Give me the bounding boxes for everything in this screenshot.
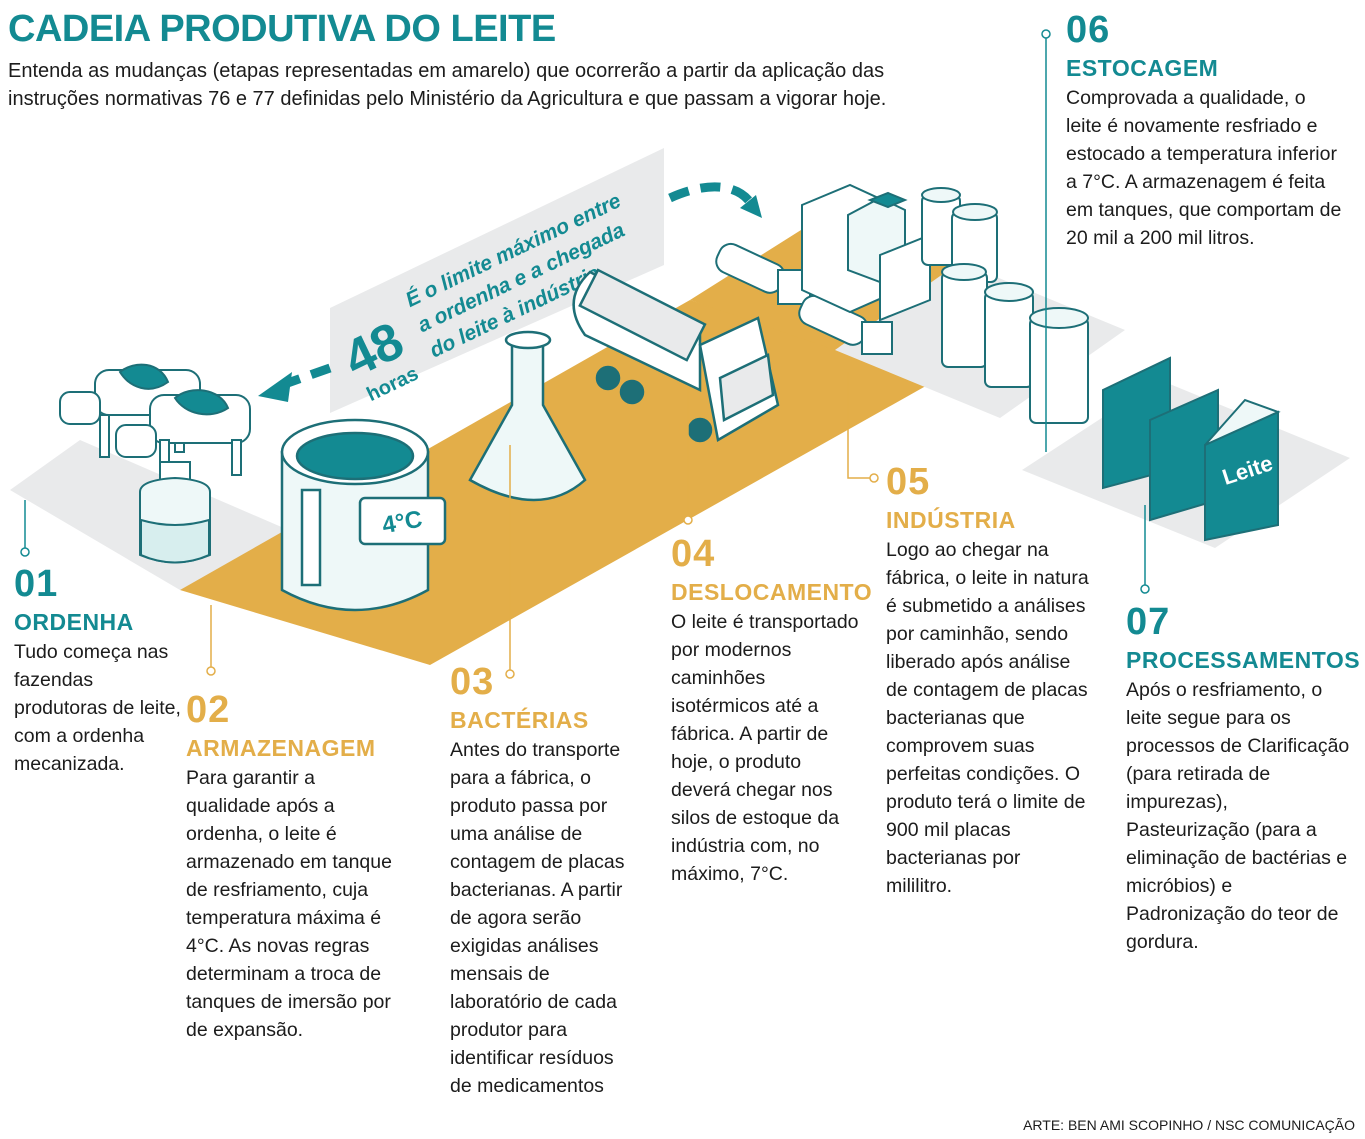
step-07: 07 PROCESSAMENTOS Após o resfriamento, o…: [1126, 601, 1361, 956]
milk-cartons: [1102, 356, 1281, 542]
badge-panel: [330, 148, 664, 413]
step-05: 05 INDÚSTRIA Logo ao chegar na fábrica, …: [886, 462, 1091, 900]
step-01-number: 01: [14, 563, 59, 605]
step-04-number: 04: [671, 533, 716, 575]
step-02: 02 ARMAZENAGEM Para garantir a qualidade…: [186, 690, 404, 1044]
page-subtitle: Entenda as mudanças (etapas representada…: [8, 60, 887, 110]
milk-bottle: [139, 461, 211, 564]
step-06-number: 06: [1066, 9, 1111, 51]
step-04-title: DESLOCAMENTO: [671, 579, 873, 605]
connector-lines: [20, 500, 30, 557]
credit-line: ARTE: BEN AMI SCOPINHO / NSC COMUNICAÇÃO: [1023, 1117, 1355, 1133]
lab-flask: [468, 330, 587, 502]
step-02-text: Para garantir a qualidade após a ordenha…: [186, 767, 392, 1041]
step-05-number: 05: [886, 461, 931, 503]
step-04-text: O leite é transportado por modernos cami…: [671, 611, 859, 885]
cow-front: [115, 389, 251, 483]
step-05-title: INDÚSTRIA: [886, 507, 1016, 533]
step-02-title: ARMAZENAGEM: [186, 735, 376, 761]
step-06-text: Comprovada a qualidade, o leite é novame…: [1066, 87, 1342, 249]
storage-silos: [921, 187, 1089, 424]
page-title: CADEIA PRODUTIVA DO LEITE: [8, 8, 556, 50]
step-01: 01 ORDENHA Tudo começa nas fazendas prod…: [14, 564, 184, 778]
dashed-arrow-top: [668, 182, 756, 208]
step-06-title: ESTOCAGEM: [1066, 55, 1219, 81]
arrow-head-top: [740, 195, 762, 218]
step-02-number: 02: [186, 689, 231, 731]
step-03-title: BACTÉRIAS: [450, 707, 589, 733]
step-01-text: Tudo começa nas fazendas produtoras de l…: [14, 641, 181, 775]
arrow-head-left: [258, 372, 292, 402]
factory-building: [801, 183, 931, 322]
cooling-tank: [280, 418, 447, 612]
step-05-text: Logo ao chegar na fábrica, o leite in na…: [886, 539, 1089, 897]
step-07-title: PROCESSAMENTOS: [1126, 647, 1361, 673]
step-06: 06 ESTOCAGEM Comprovada a qualidade, o l…: [1066, 10, 1346, 252]
step-07-number: 07: [1126, 601, 1171, 643]
step-07-text: Após o resfriamento, o leite segue para …: [1126, 679, 1350, 953]
step-04: 04 DESLOCAMENTO O leite é transportado p…: [671, 533, 873, 888]
step-03-number: 03: [450, 661, 495, 703]
step-03-text: Antes do transporte para a fábrica, o pr…: [450, 739, 625, 1097]
step-03: 03 BACTÉRIAS Antes do transporte para a …: [450, 662, 640, 1100]
tanker-truck: [572, 268, 780, 443]
step-01-title: ORDENHA: [14, 609, 134, 635]
